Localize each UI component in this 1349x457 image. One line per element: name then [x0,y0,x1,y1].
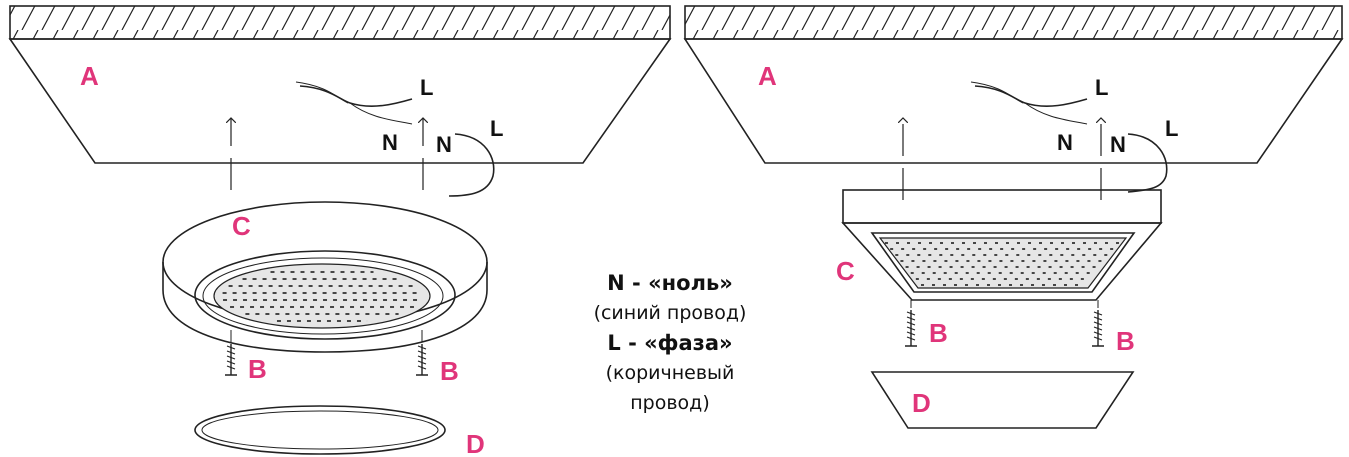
wire-right-a2 [970,81,1024,104]
label-a-left: A [80,61,99,91]
left-panel: A C B B D L N N L [8,5,672,457]
label-b-left-1: B [248,354,267,384]
round-fixture-led-panel [213,263,431,329]
label-d-left: D [466,429,485,457]
screw-right-2 [1092,300,1104,347]
ceiling-hatch-right [684,5,1343,40]
wire-label-n-left-2: N [436,132,452,157]
label-c-left: C [232,211,251,241]
legend-n-desc: (синий провод) [593,302,747,324]
round-fixture-inner-rim-2 [202,257,444,335]
square-fixture-led-panel [878,237,1128,289]
ceiling-base-right [683,38,1344,164]
ring-diffuser-outer [194,405,446,455]
wire-label-l-top-left: L [420,75,433,100]
square-fixture-inner [870,232,1136,293]
label-b-right-2: B [1116,326,1135,356]
wire-left-out [448,133,495,197]
label-a-right: A [758,61,777,91]
wire-label-l-left-2: L [490,116,503,141]
wire-right-a [974,85,1088,107]
screw-left-1 [225,330,237,376]
square-fixture-bottom [841,222,1163,301]
ceiling-hatch-left [9,5,671,40]
round-fixture-side [162,262,488,353]
square-diffuser [870,371,1135,429]
wire-label-l-right-2: L [1165,116,1178,141]
wire-left-b [349,102,413,125]
legend-l-desc-2: провод) [630,392,710,414]
wire-left-a2 [295,81,349,104]
screw-right-1 [905,300,917,347]
label-c-right: C [836,256,855,286]
round-led-grid [222,271,422,322]
round-fixture-inner-rim [194,250,456,340]
label-b-right-1: B [929,318,948,348]
wire-label-n-left-1: N [382,130,398,155]
wire-left-a [299,85,413,107]
wire-label-l-top-right: L [1095,75,1108,100]
label-d-right: D [912,388,931,418]
legend-l-title: L - «фаза» [607,331,733,355]
square-led-grid [885,242,1121,286]
ceiling-base-left [8,38,672,164]
right-panel: A C B B D L N N L [683,5,1344,429]
ring-diffuser-inner [201,410,439,450]
wiring-legend: N - «ноль» (синий провод) L - «фаза» (ко… [560,268,780,418]
legend-l-desc-1: (коричневый [605,362,735,384]
label-b-left-2: B [440,356,459,386]
square-fixture-top [842,189,1162,224]
wire-label-n-right-2: N [1110,132,1126,157]
wire-right-b [1024,102,1088,125]
legend-n-title: N - «ноль» [607,271,733,295]
screw-left-2 [416,330,428,376]
wire-label-n-right-1: N [1057,130,1073,155]
